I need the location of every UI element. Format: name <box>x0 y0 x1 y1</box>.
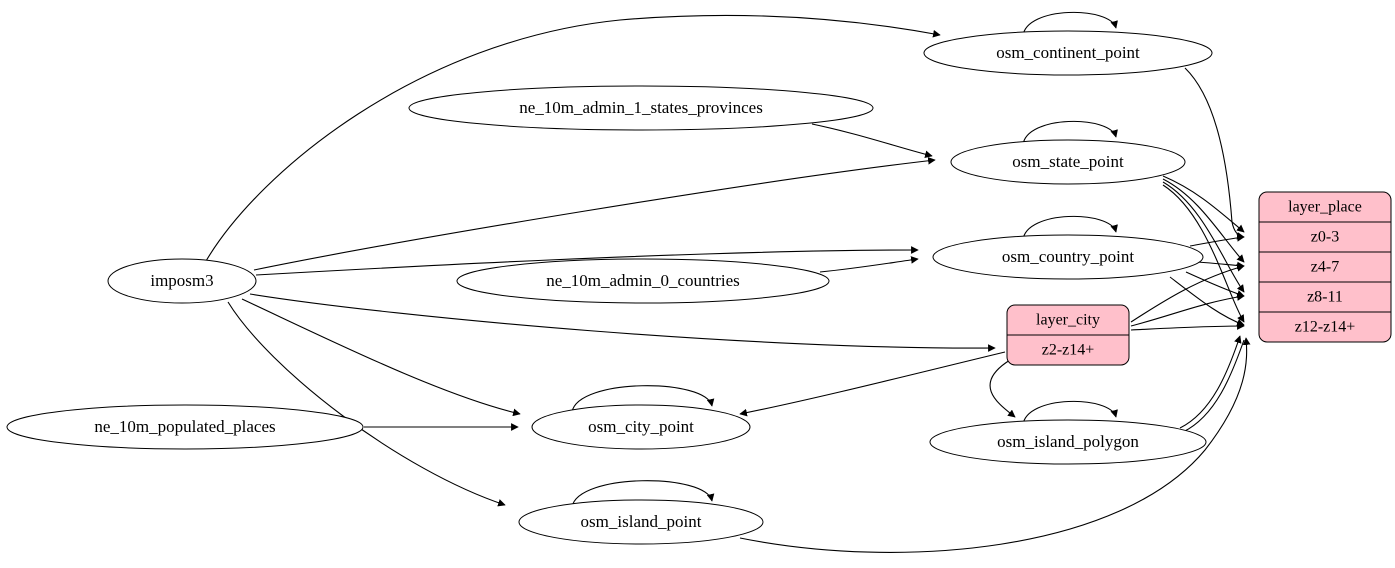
edge-imposm3-to-osm_continent_point <box>205 14 941 262</box>
edge-layer_city-to-z8-11 <box>1130 293 1245 327</box>
node-label: ne_10m_admin_1_states_provinces <box>519 98 763 117</box>
edge-ne_states-to-osm_state_point <box>811 123 933 159</box>
record-node-layer_city[interactable]: layer_city z2-z14+ <box>1006 304 1130 366</box>
record-row-z8-11[interactable]: z8-11 <box>1307 289 1343 306</box>
edges-layer <box>205 11 1251 553</box>
node-osm_island_point[interactable]: osm_island_point <box>518 499 764 545</box>
selfloop-osm_island_polygon <box>1022 400 1118 426</box>
node-osm_island_polygon[interactable]: osm_island_polygon <box>929 419 1207 465</box>
record-title: layer_city <box>1036 312 1100 329</box>
edge-imposm3-to-osm_island_point <box>227 301 506 507</box>
selfloop-osm_city_point <box>571 385 715 413</box>
record-row-z0-3[interactable]: z0-3 <box>1311 229 1339 246</box>
node-label: imposm3 <box>150 271 213 290</box>
node-label: osm_island_point <box>581 512 702 531</box>
edge-osm_state_point-to-z4-7 <box>1162 178 1245 263</box>
edge-osm_state_point-to-z8-11 <box>1162 181 1245 293</box>
node-label: ne_10m_populated_places <box>94 417 275 436</box>
node-ne_10m_populated_places[interactable]: ne_10m_populated_places <box>6 404 364 450</box>
node-osm_state_point[interactable]: osm_state_point <box>950 139 1186 185</box>
node-label: osm_continent_point <box>996 43 1140 62</box>
node-imposm3[interactable]: imposm3 <box>107 258 257 304</box>
edge-osm_island_point-to-z12-z14 <box>739 337 1251 553</box>
node-label: osm_country_point <box>1002 247 1134 266</box>
edge-osm_island_polygon-to-z12-z14 <box>1179 335 1242 429</box>
selfloop-osm_country_point <box>1022 215 1118 241</box>
edge-osm_continent_point-to-z0-3 <box>1184 67 1245 240</box>
edge-osm_country_point-to-z12-z14 <box>1169 276 1245 327</box>
node-osm_continent_point[interactable]: osm_continent_point <box>923 30 1213 76</box>
edge-layer_city-to-osm_island_polygon <box>989 359 1016 418</box>
node-label: osm_island_polygon <box>997 432 1139 451</box>
edge-imposm3-to-osm_country_point <box>255 246 919 276</box>
edge-ne_countries-to-osm_country_point <box>819 256 919 273</box>
edge-osm_state_point-to-z12-z14 <box>1162 184 1245 323</box>
edge-imposm3-to-layer_city-row <box>249 293 996 352</box>
record-row-z4-7[interactable]: z4-7 <box>1311 259 1339 276</box>
edge-imposm3-to-osm_state_point <box>253 156 936 271</box>
record-row-z12-z14[interactable]: z12-z14+ <box>1295 319 1356 336</box>
edge-osm_state_point-to-z0-3 <box>1162 175 1245 233</box>
node-osm_city_point[interactable]: osm_city_point <box>531 404 751 450</box>
edge-layer_city-to-z12-z14 <box>1130 322 1245 331</box>
node-ne_10m_admin_0_countries[interactable]: ne_10m_admin_0_countries <box>456 258 830 304</box>
edge-osm_country_point-to-z0-3 <box>1189 234 1245 247</box>
node-label: osm_city_point <box>588 417 694 436</box>
edge-osm_country_point-to-z4-7 <box>1195 261 1245 270</box>
record-title: layer_place <box>1288 199 1362 216</box>
edge-osm_island_polygon-to-z12-z14-b <box>1182 339 1245 433</box>
node-label: ne_10m_admin_0_countries <box>546 271 740 290</box>
edge-imposm3-to-osm_city_point <box>241 298 521 417</box>
selfloop-osm_island_point <box>571 480 715 508</box>
record-row-z2-z14[interactable]: z2-z14+ <box>1042 342 1095 359</box>
selfloop-osm_state_point <box>1022 120 1118 146</box>
nodes-layer: imposm3 ne_10m_admin_1_states_provinces … <box>6 30 1392 545</box>
selfloop-osm_continent_point <box>1022 11 1118 37</box>
edge-layer_city-to-osm_city_point <box>739 351 1006 417</box>
node-ne_10m_admin_1_states_provinces[interactable]: ne_10m_admin_1_states_provinces <box>408 85 874 131</box>
record-node-layer_place[interactable]: layer_place z0-3 z4-7 z8-11 z12-z14+ <box>1258 191 1392 343</box>
node-label: osm_state_point <box>1012 152 1124 171</box>
edge-layer_city-to-z4-7 <box>1130 264 1245 323</box>
node-osm_country_point[interactable]: osm_country_point <box>932 234 1204 280</box>
